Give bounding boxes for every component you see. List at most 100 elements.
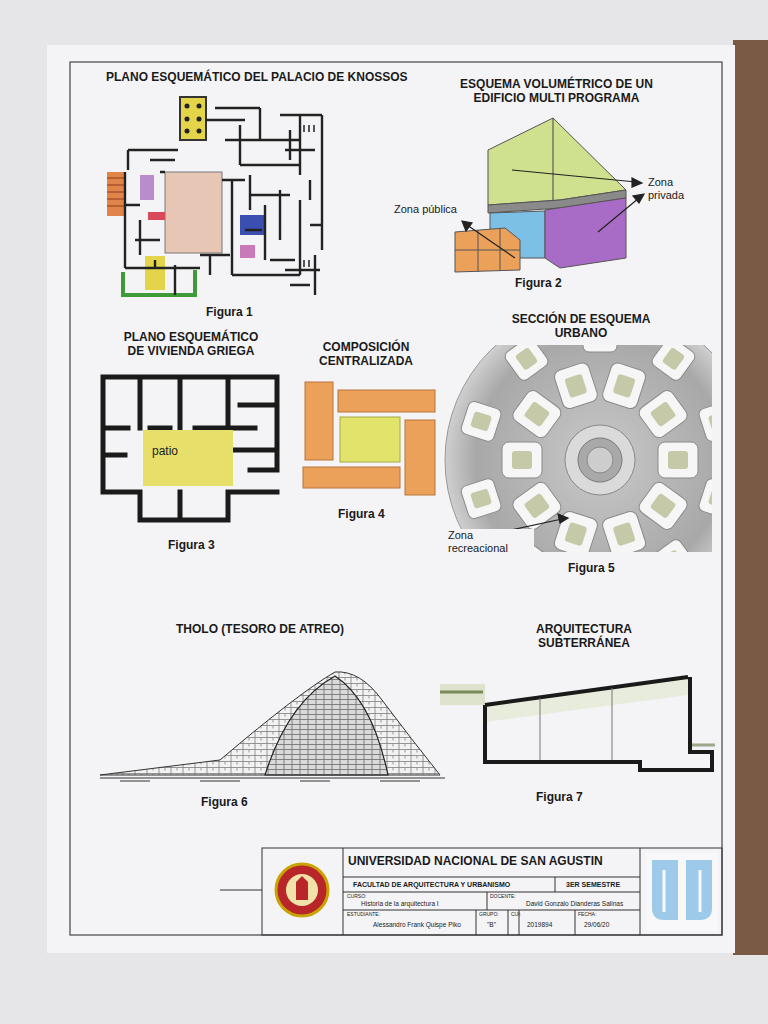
- urban-scheme-part: [503, 345, 550, 383]
- centralized-composition: [303, 382, 435, 495]
- title-block-part: [262, 848, 722, 935]
- field-label: CUI:: [510, 911, 522, 917]
- knossos-plan-part-part: [185, 104, 190, 109]
- figure-caption: Figura 5: [567, 561, 616, 575]
- field-value: Alessandro Frank Quispe Piko: [372, 921, 462, 929]
- underground-section-part: [690, 744, 715, 747]
- room-label: patio: [152, 444, 224, 458]
- knossos-plan-part-part: [197, 117, 202, 122]
- knossos-plan-part: [107, 178, 125, 206]
- underground-section: [440, 677, 715, 770]
- urban-scheme-part: [650, 345, 697, 383]
- field-label: ESTUDIANTE:: [346, 911, 381, 917]
- field-value: David Gonzalo Dianderas Salinas: [525, 900, 624, 908]
- volumetric-scheme-part: [455, 228, 520, 272]
- urban-scheme-part: [697, 400, 712, 443]
- knossos-plan-part: [148, 212, 165, 220]
- urban-scheme-part: [578, 438, 622, 482]
- knossos-plan-part-part: [197, 129, 202, 134]
- title-block-part: [220, 889, 262, 890]
- urban-scheme-part: [565, 425, 635, 495]
- university-seal-part: [286, 874, 318, 906]
- field-value: Historia de la arquitectura I: [360, 900, 440, 908]
- knossos-plan-part: [240, 215, 264, 235]
- figure-heading: PLANO ESQUEMÁTICO DEL PALACIO DE KNOSSOS: [105, 70, 427, 84]
- leader-arrows-part: [512, 170, 636, 182]
- urban-scheme-part: [601, 510, 648, 552]
- zone-label: Zona recreacional: [447, 529, 534, 555]
- urban-scheme-part: [553, 361, 600, 410]
- volumetric-scheme-part: [488, 118, 626, 205]
- urban-scheme-part: [650, 537, 697, 552]
- knossos-plan-part-part: [197, 104, 202, 109]
- university-seal: [276, 864, 328, 916]
- tholos-drawing: [100, 672, 445, 781]
- knossos-plan-part: [165, 172, 222, 253]
- centralized-composition-part: [303, 467, 400, 488]
- urban-scheme-part: [445, 345, 712, 552]
- leader-arrows-part: [598, 198, 639, 232]
- knossos-plan: [107, 97, 322, 295]
- urban-scheme-part: [601, 361, 648, 410]
- field-value: "B": [486, 921, 497, 929]
- underground-section-part: [440, 684, 485, 705]
- field-label: GRUPO:: [478, 911, 500, 917]
- courtyard-box: patio: [143, 430, 233, 486]
- urban-scheme-part: [583, 345, 617, 352]
- figure-caption: Figura 1: [205, 305, 254, 319]
- urban-scheme-part: [460, 477, 503, 520]
- knossos-plan-part-part: [185, 129, 190, 134]
- figure-caption: Figura 3: [167, 538, 216, 552]
- leader-arrows-part: [467, 225, 515, 258]
- knossos-plan-part: [125, 108, 322, 295]
- zone-label: Zona privada: [647, 176, 704, 202]
- greek-house-plan: [103, 377, 277, 520]
- volumetric-scheme-part: [553, 118, 554, 200]
- volumetric-scheme-part: [545, 198, 626, 268]
- urban-scheme-part: [658, 442, 698, 478]
- institution-name: UNIVERSIDAD NACIONAL DE SAN AGUSTIN: [347, 854, 604, 868]
- figure-caption: Figura 7: [535, 790, 584, 804]
- title-block-text: 3ER SEMESTRE: [565, 881, 621, 889]
- centralized-composition-part: [305, 382, 333, 460]
- field-label: CURSO:: [346, 893, 367, 899]
- urban-scheme: [445, 345, 712, 552]
- knossos-plan-part: [180, 97, 206, 140]
- title-block: [220, 848, 722, 935]
- tholos-drawing-part: [100, 672, 440, 775]
- urban-scheme-part: [510, 388, 564, 441]
- urban-scheme-part: [553, 510, 600, 552]
- knossos-plan-part: [140, 175, 154, 200]
- figure-caption: Figura 4: [337, 507, 386, 521]
- tholos-drawing-part: [100, 778, 445, 781]
- centralized-composition-part: [338, 390, 435, 412]
- centralized-composition-part: [340, 417, 400, 462]
- figure-caption: Figura 6: [200, 795, 249, 809]
- title-block-text: FACULTAD DE ARQUITECTURA Y URBANISMO: [352, 881, 511, 889]
- leader-arrows-part: [633, 194, 644, 203]
- field-value: 29/06/20: [583, 921, 610, 929]
- zone-label: Zona pública: [393, 203, 458, 216]
- knossos-plan-part-part: [185, 117, 190, 122]
- volumetric-scheme: [455, 118, 626, 272]
- field-label: FECHA:: [577, 911, 597, 917]
- urban-scheme-part: [502, 442, 542, 478]
- leader-arrow-part: [558, 514, 568, 523]
- university-seal-part: [276, 864, 328, 916]
- knossos-plan-part: [240, 245, 255, 258]
- figure-heading: THOLO (TESORO DE ATREO): [175, 622, 345, 636]
- urban-scheme-part: [697, 477, 712, 520]
- centralized-composition-part: [405, 420, 435, 495]
- leader-arrows-part: [632, 178, 642, 187]
- figure-heading: COMPOSICIÓN CENTRALIZADA: [310, 340, 422, 369]
- urban-scheme-part: [636, 480, 690, 533]
- field-label: DOCENTE:: [489, 893, 517, 899]
- greek-house-plan-part: [103, 377, 277, 520]
- urban-scheme-part: [587, 447, 613, 473]
- title-block-part: [343, 848, 640, 935]
- underground-section-part: [485, 677, 712, 770]
- figure-heading: PLANO ESQUEMÁTICO DE VIVIENDA GRIEGA: [119, 330, 263, 359]
- table-edge: [733, 40, 768, 955]
- urban-scheme-part: [460, 400, 503, 443]
